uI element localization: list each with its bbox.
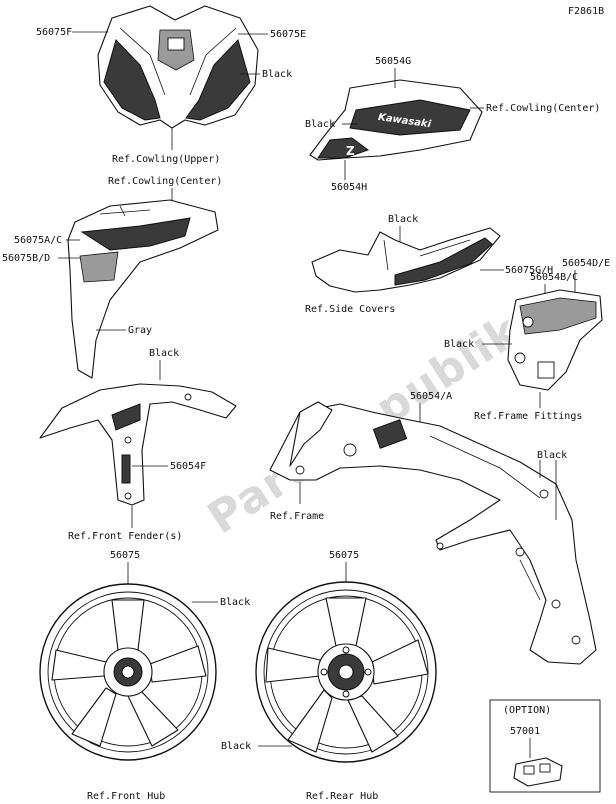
z-logo-decal: Z (346, 144, 355, 158)
part-label-56075AC: 56075A/C (14, 235, 62, 246)
figure-code: F2861B (568, 6, 604, 17)
part-label-56075GH: 56075G/H (505, 265, 553, 276)
option-tool-part (513, 757, 563, 787)
color-label-side-covers: Black (388, 214, 418, 225)
ref-cowling-center-side: Ref.Cowling(Center) (486, 103, 600, 114)
part-label-56075BD: 56075B/D (2, 253, 50, 264)
front-fender-part (39, 383, 237, 506)
part-label-front-hub: 56075 (110, 550, 140, 561)
color-label-fender: Black (149, 348, 179, 359)
front-wheel-part (39, 583, 217, 761)
color-label-upper: Black (262, 69, 292, 80)
ref-cowling-center-front: Ref.Cowling(Center) (108, 176, 222, 187)
part-label-56054BC: 56054B/C (530, 272, 578, 283)
ref-frame-fittings: Ref.Frame Fittings (474, 411, 582, 422)
color-label-side: Black (305, 119, 335, 130)
part-label-56054A: 56054/A (410, 391, 452, 402)
part-label-56075F: 56075F (36, 27, 72, 38)
frame-fittings-part (507, 289, 603, 391)
rear-wheel-part (255, 581, 437, 763)
option-title: (OPTION) (503, 705, 551, 716)
cowling-center-front-part (67, 199, 219, 379)
cowling-center-side-part: Kawasaki Z (309, 79, 483, 161)
ref-rear-hub: Ref.Rear Hub (306, 791, 378, 800)
color-label-frame: Black (537, 450, 567, 461)
part-label-56054DE: 56054D/E (562, 258, 610, 269)
color-label-gray: Gray (128, 325, 152, 336)
part-label-57001: 57001 (510, 726, 540, 737)
ref-frame: Ref.Frame (270, 511, 324, 522)
part-label-56075E: 56075E (270, 29, 306, 40)
part-label-56054G: 56054G (375, 56, 411, 67)
part-label-rear-hub: 56075 (329, 550, 359, 561)
frame-part (269, 401, 597, 665)
color-label-fittings: Black (444, 339, 474, 350)
cowling-upper-part (97, 5, 259, 129)
side-covers-part (311, 227, 501, 293)
part-label-56054F: 56054F (170, 461, 206, 472)
ref-side-covers: Ref.Side Covers (305, 304, 395, 315)
part-label-56054H: 56054H (331, 182, 367, 193)
color-label-rear-hub: Black (221, 741, 251, 752)
ref-front-hub: Ref.Front Hub (87, 791, 165, 800)
ref-front-fender: Ref.Front Fender(s) (68, 531, 182, 542)
color-label-front-hub: Black (220, 597, 250, 608)
ref-cowling-upper: Ref.Cowling(Upper) (112, 154, 220, 165)
